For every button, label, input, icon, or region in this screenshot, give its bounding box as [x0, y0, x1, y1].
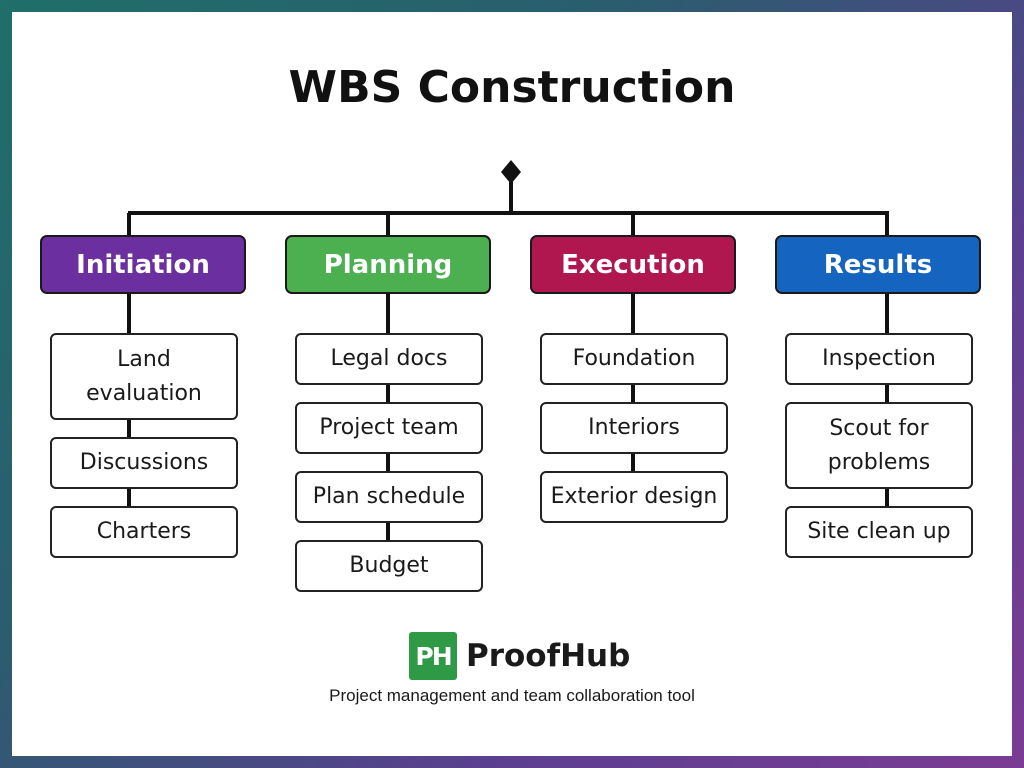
- task-box: Charters: [50, 506, 238, 558]
- task-box: Land evaluation: [50, 333, 238, 420]
- task-box: Inspection: [785, 333, 973, 385]
- header-initiation: Initiation: [40, 235, 246, 294]
- brand-name: ProofHub: [466, 638, 631, 674]
- task-box: Exterior design: [540, 471, 728, 523]
- task-box: Plan schedule: [295, 471, 483, 523]
- brand-tagline: Project management and team collaboratio…: [329, 686, 695, 705]
- task-box: Discussions: [50, 437, 238, 489]
- task-box: Project team: [295, 402, 483, 454]
- task-box: Foundation: [540, 333, 728, 385]
- task-box: Legal docs: [295, 333, 483, 385]
- page-title: WBS Construction: [288, 62, 736, 113]
- task-box: Site clean up: [785, 506, 973, 558]
- task-box: Scout for problems: [785, 402, 973, 489]
- task-box: Interiors: [540, 402, 728, 454]
- task-box: Budget: [295, 540, 483, 592]
- header-execution: Execution: [530, 235, 736, 294]
- header-results: Results: [775, 235, 981, 294]
- root-diamond: [501, 160, 521, 184]
- proofhub-logo-icon: PH: [409, 632, 457, 680]
- header-planning: Planning: [285, 235, 491, 294]
